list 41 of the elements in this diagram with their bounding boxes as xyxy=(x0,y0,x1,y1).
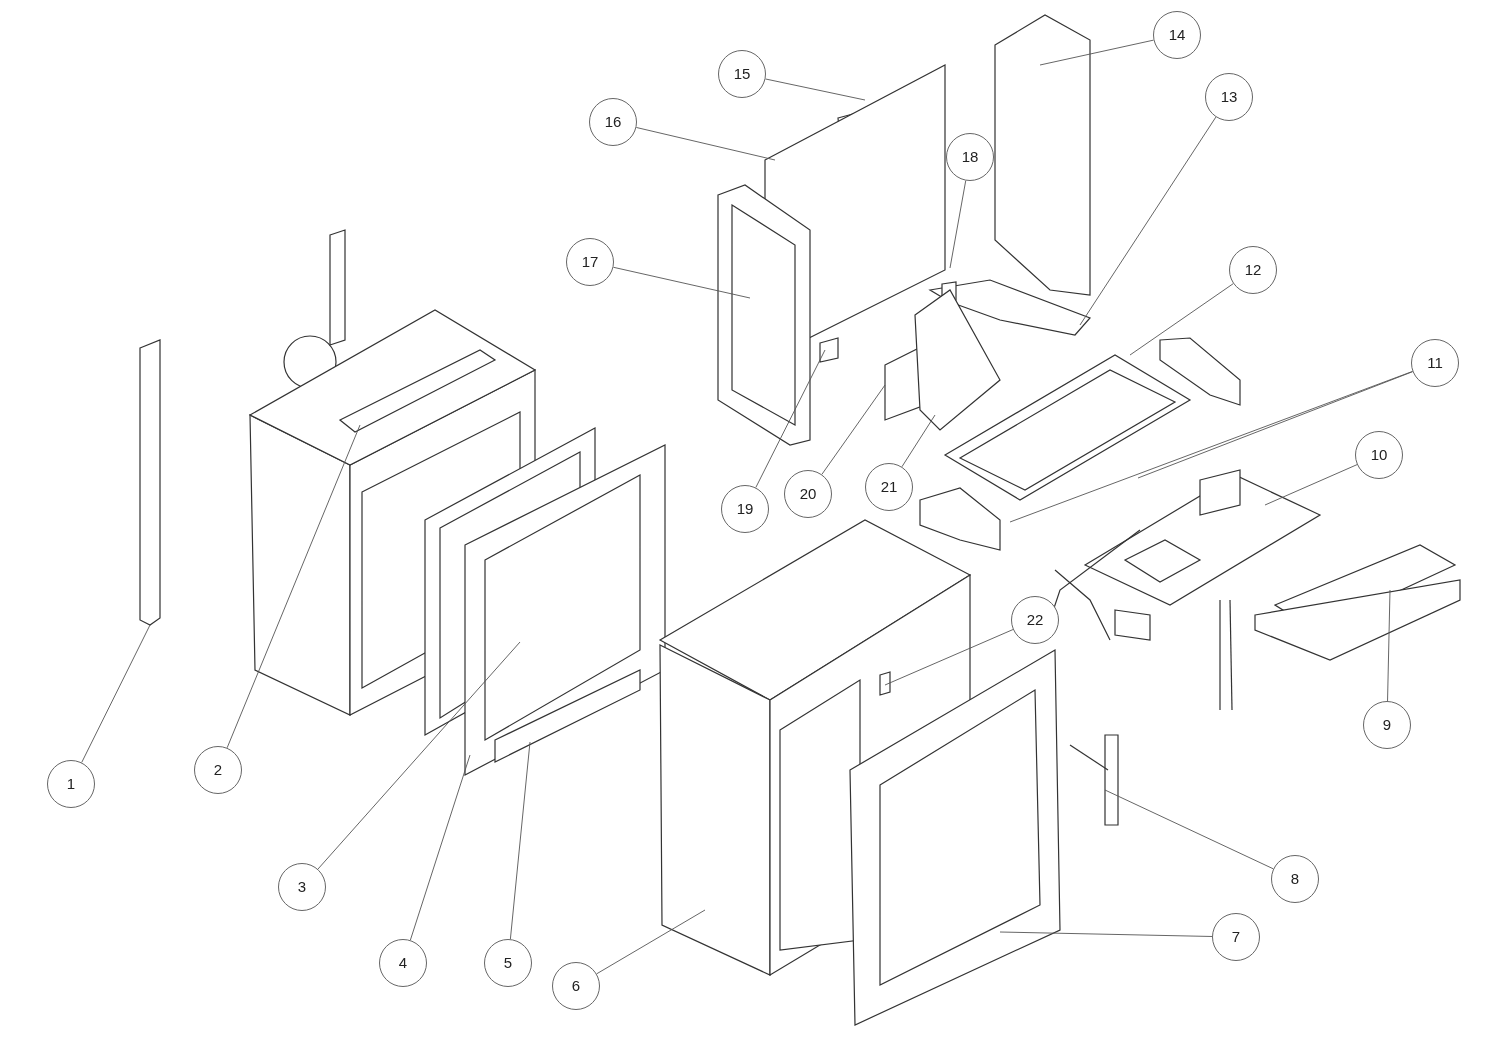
callout-bubble: 4 xyxy=(379,939,427,987)
callout-bubble: 17 xyxy=(566,238,614,286)
leader-line xyxy=(409,754,471,941)
leader-line xyxy=(596,909,706,975)
callout-bubble: 7 xyxy=(1212,913,1260,961)
leader-line xyxy=(949,180,967,269)
callout-bubble: 16 xyxy=(589,98,637,146)
callout-bubble: 8 xyxy=(1271,855,1319,903)
leader-line xyxy=(1039,39,1154,66)
callout-bubble: 12 xyxy=(1229,246,1277,294)
callout-bubble: 9 xyxy=(1363,701,1411,749)
leader-line xyxy=(81,624,151,763)
leader-line xyxy=(999,931,1213,937)
callout-bubble: 14 xyxy=(1153,11,1201,59)
leader-line xyxy=(1104,789,1274,870)
leader-line xyxy=(1129,283,1234,356)
leader-line xyxy=(755,349,826,488)
leader-line xyxy=(821,384,886,475)
callout-bubble: 22 xyxy=(1011,596,1059,644)
leader-line xyxy=(1387,589,1391,702)
leader-line xyxy=(317,641,521,870)
callout-bubble: 6 xyxy=(552,962,600,1010)
callout-bubble: 13 xyxy=(1205,73,1253,121)
callout-bubble: 3 xyxy=(278,863,326,911)
callout-bubble: 19 xyxy=(721,485,769,533)
callout-bubble: 11 xyxy=(1411,339,1459,387)
callout-bubble: 5 xyxy=(484,939,532,987)
leader-line xyxy=(1079,116,1217,326)
leader-line xyxy=(901,414,936,468)
callout-bubble: 2 xyxy=(194,746,242,794)
callout-bubble: 20 xyxy=(784,470,832,518)
leader-line xyxy=(509,741,531,940)
callout-bubble: 18 xyxy=(946,133,994,181)
callout-bubble: 21 xyxy=(865,463,913,511)
callout-bubble: 1 xyxy=(47,760,95,808)
callout-bubble: 10 xyxy=(1355,431,1403,479)
leader-line xyxy=(635,127,776,161)
callout-bubble: 15 xyxy=(718,50,766,98)
leader-line xyxy=(765,78,866,101)
leader-line xyxy=(612,266,751,299)
leader-line xyxy=(1009,370,1413,523)
